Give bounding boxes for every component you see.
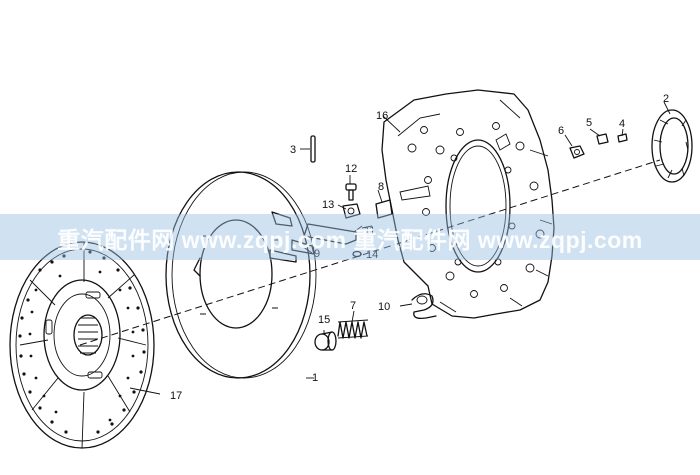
clip-part-10 xyxy=(411,293,437,320)
callout-5: 5 xyxy=(586,117,592,129)
watermark-text: 重汽配件网 www.zqpj.com 重汽配件网 www.zqpj.com xyxy=(57,227,643,253)
screw-part-4 xyxy=(617,133,628,143)
callout-8: 8 xyxy=(378,181,384,193)
callout-12: 12 xyxy=(345,163,357,175)
callout-15: 15 xyxy=(318,314,330,326)
watermark-band xyxy=(0,214,700,260)
bracket-part-11 xyxy=(361,225,373,229)
callout-11: 11 xyxy=(364,225,375,237)
pin-part-3 xyxy=(310,135,316,163)
callout-10: 10 xyxy=(378,301,390,313)
callout-6: 6 xyxy=(558,125,564,137)
callout-1: 1 xyxy=(312,372,318,384)
callout-16: 16 xyxy=(376,110,388,122)
callout-14: 14 xyxy=(366,249,378,261)
callout-2: 2 xyxy=(663,93,669,105)
clutch-cover-housing xyxy=(381,89,555,319)
callout-7: 7 xyxy=(350,300,356,312)
center-axis-line xyxy=(79,159,661,346)
strap-part-8 xyxy=(375,199,393,219)
callout-labels: 1 2 3 4 5 6 7 8 9 10 11 12 13 14 15 16 1… xyxy=(170,93,669,402)
callout-3: 3 xyxy=(290,144,296,156)
pressure-plate xyxy=(165,171,317,379)
lever-part-9 xyxy=(291,223,357,255)
callout-17: 17 xyxy=(170,390,182,402)
nut-part-6 xyxy=(569,145,585,159)
bolt-part-12 xyxy=(345,183,357,201)
ring-part-2 xyxy=(651,109,693,183)
bushing-part-15 xyxy=(314,331,337,351)
nut-part-5 xyxy=(596,133,609,145)
callout-9: 9 xyxy=(314,248,320,260)
callout-13: 13 xyxy=(322,199,334,211)
callout-leaders xyxy=(129,101,671,395)
clutch-disc xyxy=(9,241,155,449)
spring-part-7 xyxy=(337,319,369,339)
callout-4: 4 xyxy=(619,118,625,130)
support-part-13 xyxy=(342,203,361,219)
